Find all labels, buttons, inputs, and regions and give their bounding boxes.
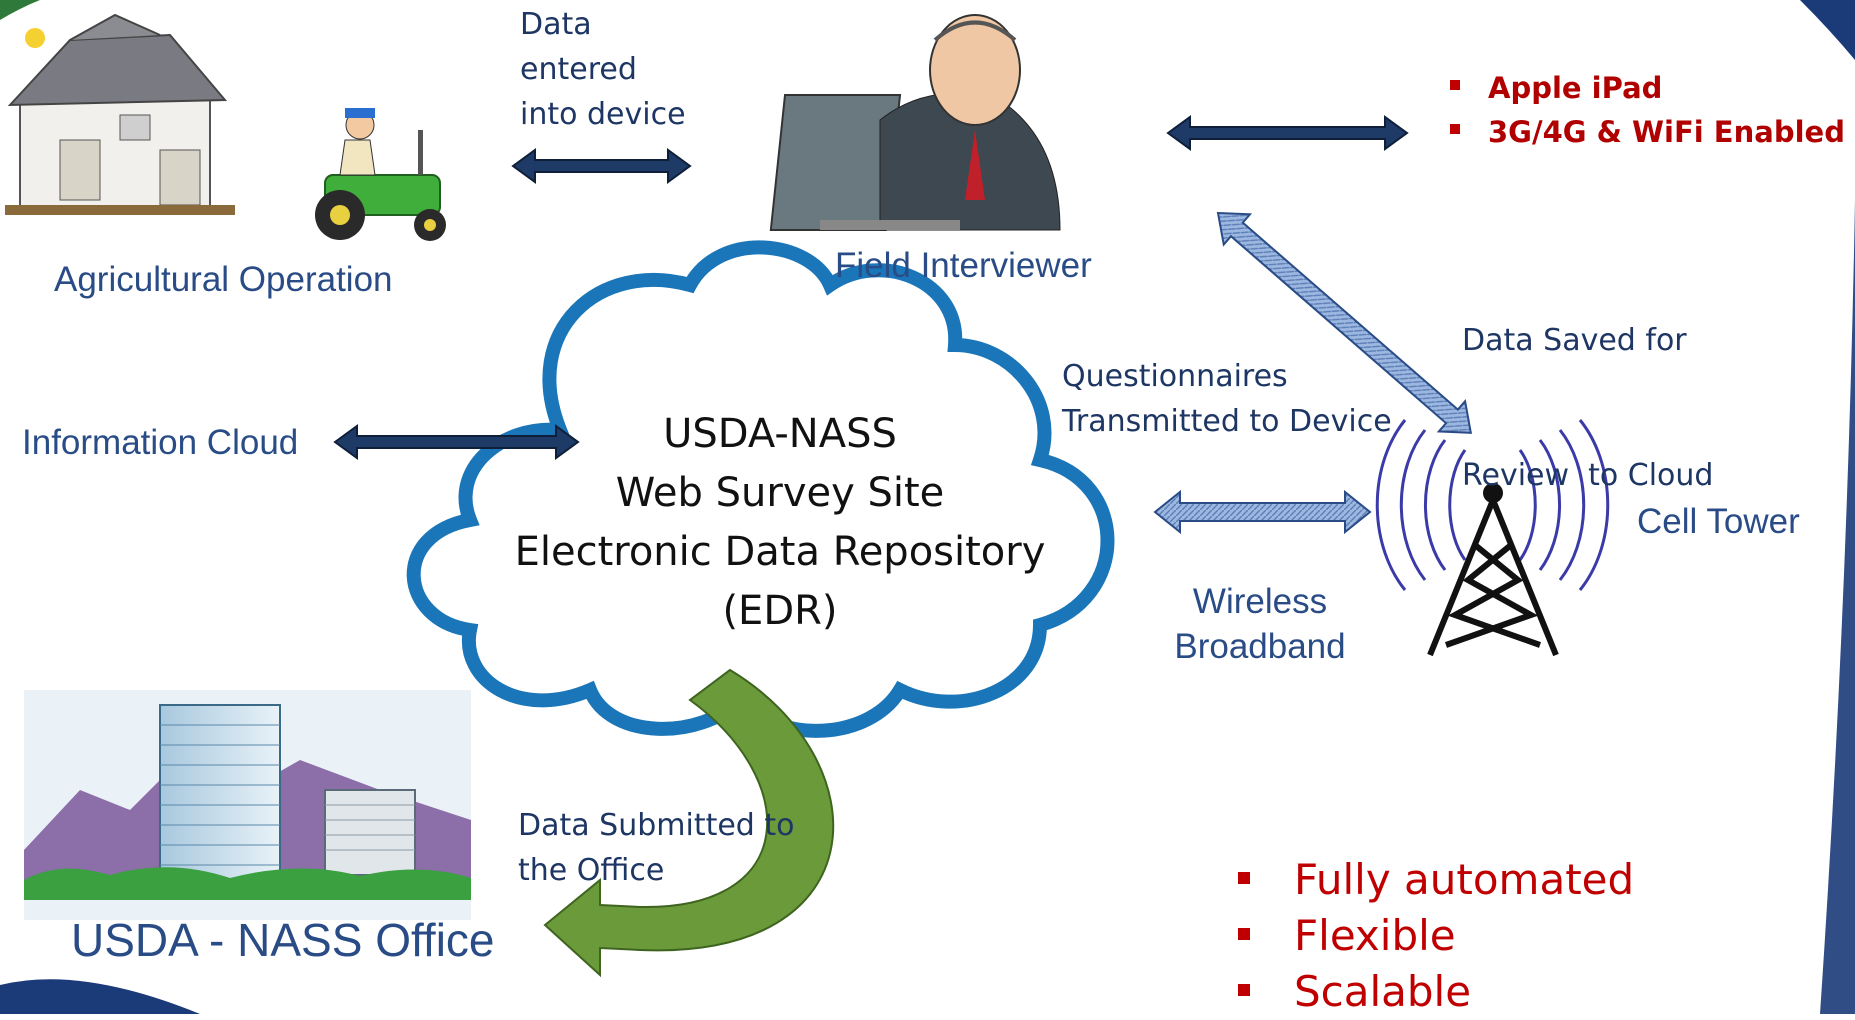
barn-illustration [5,13,235,215]
device-bullet-text: Apple iPad [1488,71,1663,105]
feature-bullet-item: Fully automated [1238,852,1634,908]
wireless-line-2: Broadband [1174,627,1346,666]
wireless-broadband-label: Wireless Broadband [1165,579,1355,669]
data-submitted-label: Data Submitted to the Office [518,803,795,893]
data-submitted-line-2: the Office [518,853,665,888]
cell-tower-label: Cell Tower [1637,502,1800,541]
cloud-center-text: USDA-NASS Web Survey Site Electronic Dat… [500,405,1060,641]
device-bullet-list: Apple iPad 3G/4G & WiFi Enabled [1450,66,1845,154]
arrow-interviewer-tower [1216,211,1473,434]
data-submitted-line-1: Data Submitted to [518,808,795,843]
hatched-arrows [1153,211,1473,535]
office-label: USDA - NASS Office [71,914,495,966]
field-interviewer-illustration [769,14,1061,231]
corner-decoration-top-left [0,0,40,20]
wireless-line-1: Wireless [1192,582,1328,621]
questionnaires-line-1: Questionnaires [1062,359,1288,394]
data-saved-line-2: Review to Cloud [1462,458,1714,493]
feature-bullet-text: Flexible [1294,911,1456,960]
field-interviewer-label: Field Interviewer [835,246,1092,285]
device-bullet-item: Apple iPad [1450,66,1845,110]
cloud-line-4: (EDR) [722,588,838,634]
questionnaires-label: Questionnaires Transmitted to Device [1062,354,1392,444]
data-entered-label: Data entered into device [520,2,686,137]
feature-bullet-text: Fully automated [1294,855,1635,904]
feature-bullet-text: Scalable [1294,967,1472,1016]
corner-decoration-top-right [1800,0,1855,60]
cloud-line-2: Web Survey Site [615,470,945,516]
data-saved-label: Data Saved for Review to Cloud [1462,228,1713,543]
data-saved-line-1: Data Saved for [1462,323,1687,358]
office-building-illustration [24,690,471,920]
side-decoration-right [1820,200,1855,1014]
double-arrows [333,115,1409,460]
arrow-wireless [1153,489,1372,535]
green-submit-arrow [543,668,835,978]
corner-decoration-bottom-left [0,979,200,1014]
device-bullet-text: 3G/4G & WiFi Enabled [1488,115,1845,149]
feature-bullet-item: Scalable [1238,964,1634,1020]
data-entered-line-1: Data [520,7,592,42]
questionnaires-line-2: Transmitted to Device [1062,404,1392,439]
edr-cloud [406,240,1115,738]
information-cloud-label: Information Cloud [22,423,299,462]
arrow-interviewer-device [1166,115,1409,151]
cloud-line-1: USDA-NASS [663,411,897,457]
cloud-line-3: Electronic Data Repository [514,529,1046,575]
arrow-infocloud-edr [333,424,580,460]
arrow-farm-interviewer [511,148,692,184]
tractor-illustration [315,108,446,241]
data-entered-line-3: into device [520,97,686,132]
data-entered-line-2: entered [520,52,637,87]
device-bullet-item: 3G/4G & WiFi Enabled [1450,110,1845,154]
feature-bullet-list: Fully automated Flexible Scalable [1238,852,1634,1020]
agricultural-operation-label: Agricultural Operation [54,260,393,299]
feature-bullet-item: Flexible [1238,908,1634,964]
cell-tower-icon [1375,419,1610,657]
